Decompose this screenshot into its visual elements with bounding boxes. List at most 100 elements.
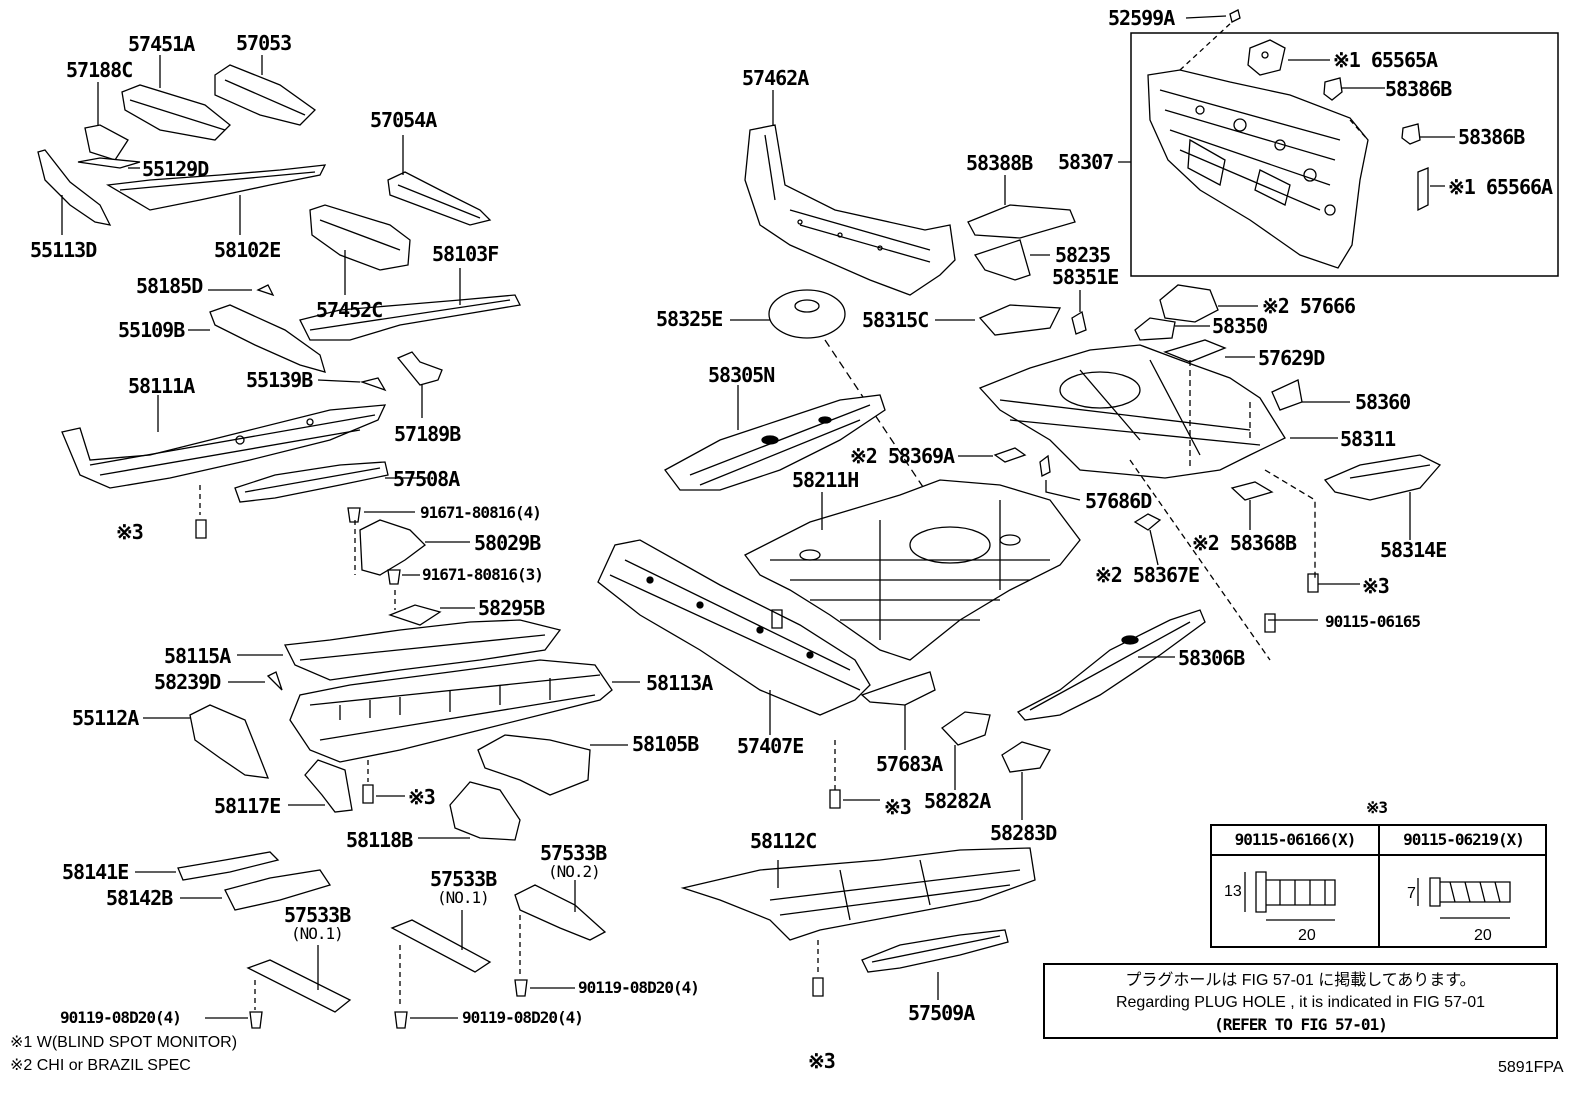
housing-58105B — [477, 734, 591, 796]
label-58117E[interactable]: 58117E — [214, 794, 281, 818]
label-58350[interactable]: 58350 — [1212, 314, 1268, 338]
label-58103F[interactable]: 58103F — [432, 242, 499, 266]
bracket-65566A — [1417, 167, 1429, 212]
label-90115-06165[interactable]: 90115-06165 — [1325, 612, 1421, 631]
label-58185D[interactable]: 58185D — [136, 274, 203, 298]
label-55109B[interactable]: 55109B — [118, 318, 185, 342]
label-57451A[interactable]: 57451A — [128, 32, 195, 56]
bracket-57054A — [387, 171, 492, 226]
label-55112A[interactable]: 55112A — [72, 706, 139, 730]
label-57462A[interactable]: 57462A — [742, 66, 809, 90]
label-90119-08D20-b[interactable]: 90119-08D20(4) — [462, 1008, 584, 1027]
label-58115A[interactable]: 58115A — [164, 644, 231, 668]
bracket-58235 — [973, 239, 1031, 281]
bolt-90115-06219-drawing — [1417, 877, 1511, 919]
label-58102E[interactable]: 58102E — [214, 238, 281, 262]
label-58367E[interactable]: ※2 58367E — [1095, 563, 1200, 587]
label-58118B[interactable]: 58118B — [346, 828, 413, 852]
plate-57533B-no1-b — [390, 919, 492, 973]
label-58388B[interactable]: 58388B — [966, 151, 1033, 175]
label-57686D[interactable]: 57686D — [1085, 489, 1152, 513]
notice-line-en: Regarding PLUG HOLE , it is indicated in… — [1115, 994, 1486, 1011]
label-58235[interactable]: 58235 — [1055, 243, 1111, 267]
label-55139B[interactable]: 55139B — [246, 368, 313, 392]
label-55129D[interactable]: 55129D — [142, 157, 209, 181]
label-58315C[interactable]: 58315C — [862, 308, 929, 332]
label-57054A[interactable]: 57054A — [370, 108, 437, 132]
label-58283D[interactable]: 58283D — [990, 821, 1057, 845]
label-58351E[interactable]: 58351E — [1052, 265, 1119, 289]
label-57189B[interactable]: 57189B — [394, 422, 461, 446]
label-58282A[interactable]: 58282A — [924, 789, 991, 813]
label-58113A[interactable]: 58113A — [646, 671, 713, 695]
bracket-58369A — [993, 447, 1027, 463]
label-58112C[interactable]: 58112C — [750, 829, 817, 853]
label-58386B-a[interactable]: 58386B — [1385, 77, 1452, 101]
label-90119-08D20-c[interactable]: 90119-08D20(4) — [578, 978, 700, 997]
label-58360[interactable]: 58360 — [1355, 390, 1411, 414]
label-58386B-b[interactable]: 58386B — [1458, 125, 1525, 149]
label-57533B-no2[interactable]: 57533B — [540, 841, 607, 865]
label-58239D[interactable]: 58239D — [154, 670, 221, 694]
spec-col2-header: 90115-06219(X) — [1380, 826, 1547, 856]
label-57407E[interactable]: 57407E — [737, 734, 804, 758]
label-65566A[interactable]: ※1 65566A — [1448, 175, 1553, 199]
label-57188C[interactable]: 57188C — [66, 58, 133, 82]
label-58306B[interactable]: 58306B — [1178, 646, 1245, 670]
notice-line-jp: プラグホールは FIG 57-01 に掲載してあります。 — [1125, 972, 1476, 989]
bolt-90119-c — [514, 979, 528, 997]
housing-58117E — [304, 759, 353, 813]
reinforcement-57508A — [234, 461, 389, 503]
label-58369A[interactable]: ※2 58369A — [850, 444, 955, 468]
label-58311[interactable]: 58311 — [1340, 427, 1396, 451]
cover-58325E — [768, 289, 846, 339]
label-57683A[interactable]: 57683A — [876, 752, 943, 776]
clip-57686D — [1039, 454, 1051, 477]
label-58029B[interactable]: 58029B — [474, 531, 541, 555]
rocker-58103F — [299, 294, 521, 341]
label-65565A[interactable]: ※1 65565A — [1333, 48, 1438, 72]
side-member-58306B — [1016, 609, 1206, 721]
member-57451A — [121, 84, 231, 141]
label-57508A[interactable]: 57508A — [393, 467, 460, 491]
bracket-65565A — [1247, 39, 1286, 76]
floor-58113A — [289, 659, 613, 763]
label-58111A[interactable]: 58111A — [128, 374, 195, 398]
label-57053[interactable]: 57053 — [236, 31, 292, 55]
bracket-58029B — [359, 519, 426, 576]
spec-col2-dim-l: 20 — [1474, 927, 1492, 944]
panel-55109B — [209, 304, 326, 373]
label-91671-80816-4[interactable]: 91671-80816(4) — [420, 503, 542, 522]
label-90119-08D20-a[interactable]: 90119-08D20(4) — [60, 1008, 182, 1027]
label-57666[interactable]: ※2 57666 — [1262, 294, 1356, 318]
label-58105B[interactable]: 58105B — [632, 732, 699, 756]
label-58211H[interactable]: 58211H — [792, 468, 859, 492]
label-57509A[interactable]: 57509A — [908, 1001, 975, 1025]
housing-58118B — [449, 781, 521, 841]
bolt-mark3-bottom — [812, 977, 824, 997]
label-57629D[interactable]: 57629D — [1258, 346, 1325, 370]
label-58314E[interactable]: 58314E — [1380, 538, 1447, 562]
label-57533B-no1-a[interactable]: 57533B — [284, 903, 351, 927]
label-57452C[interactable]: 57452C — [316, 298, 383, 322]
label-57533B-no1-b[interactable]: 57533B — [430, 867, 497, 891]
label-57533B-no1-b-sub: (NO.1) — [437, 888, 490, 907]
label-91671-80816-3[interactable]: 91671-80816(3) — [422, 565, 544, 584]
label-55113D[interactable]: 55113D — [30, 238, 97, 262]
label-58305N[interactable]: 58305N — [708, 363, 775, 387]
member-57053 — [214, 64, 317, 126]
spec-col1-dim-h: 13 — [1224, 883, 1242, 900]
label-58368B[interactable]: ※2 58368B — [1192, 531, 1297, 555]
label-52599A[interactable]: 52599A — [1108, 6, 1175, 30]
bolt-90115-06166-drawing — [1244, 871, 1336, 921]
mark3-bottom: ※3 — [808, 1049, 836, 1073]
label-58325E[interactable]: 58325E — [656, 307, 723, 331]
bolt-mark3-57683 — [829, 789, 841, 809]
notice-line-ref: (REFER TO FIG 57-01) — [1214, 1015, 1388, 1034]
label-58141E[interactable]: 58141E — [62, 860, 129, 884]
label-58295B[interactable]: 58295B — [478, 596, 545, 620]
label-58307[interactable]: 58307 — [1058, 150, 1114, 174]
side-member-58305N — [664, 394, 886, 491]
reinforcement-58142B — [224, 869, 332, 911]
label-58142B[interactable]: 58142B — [106, 886, 173, 910]
